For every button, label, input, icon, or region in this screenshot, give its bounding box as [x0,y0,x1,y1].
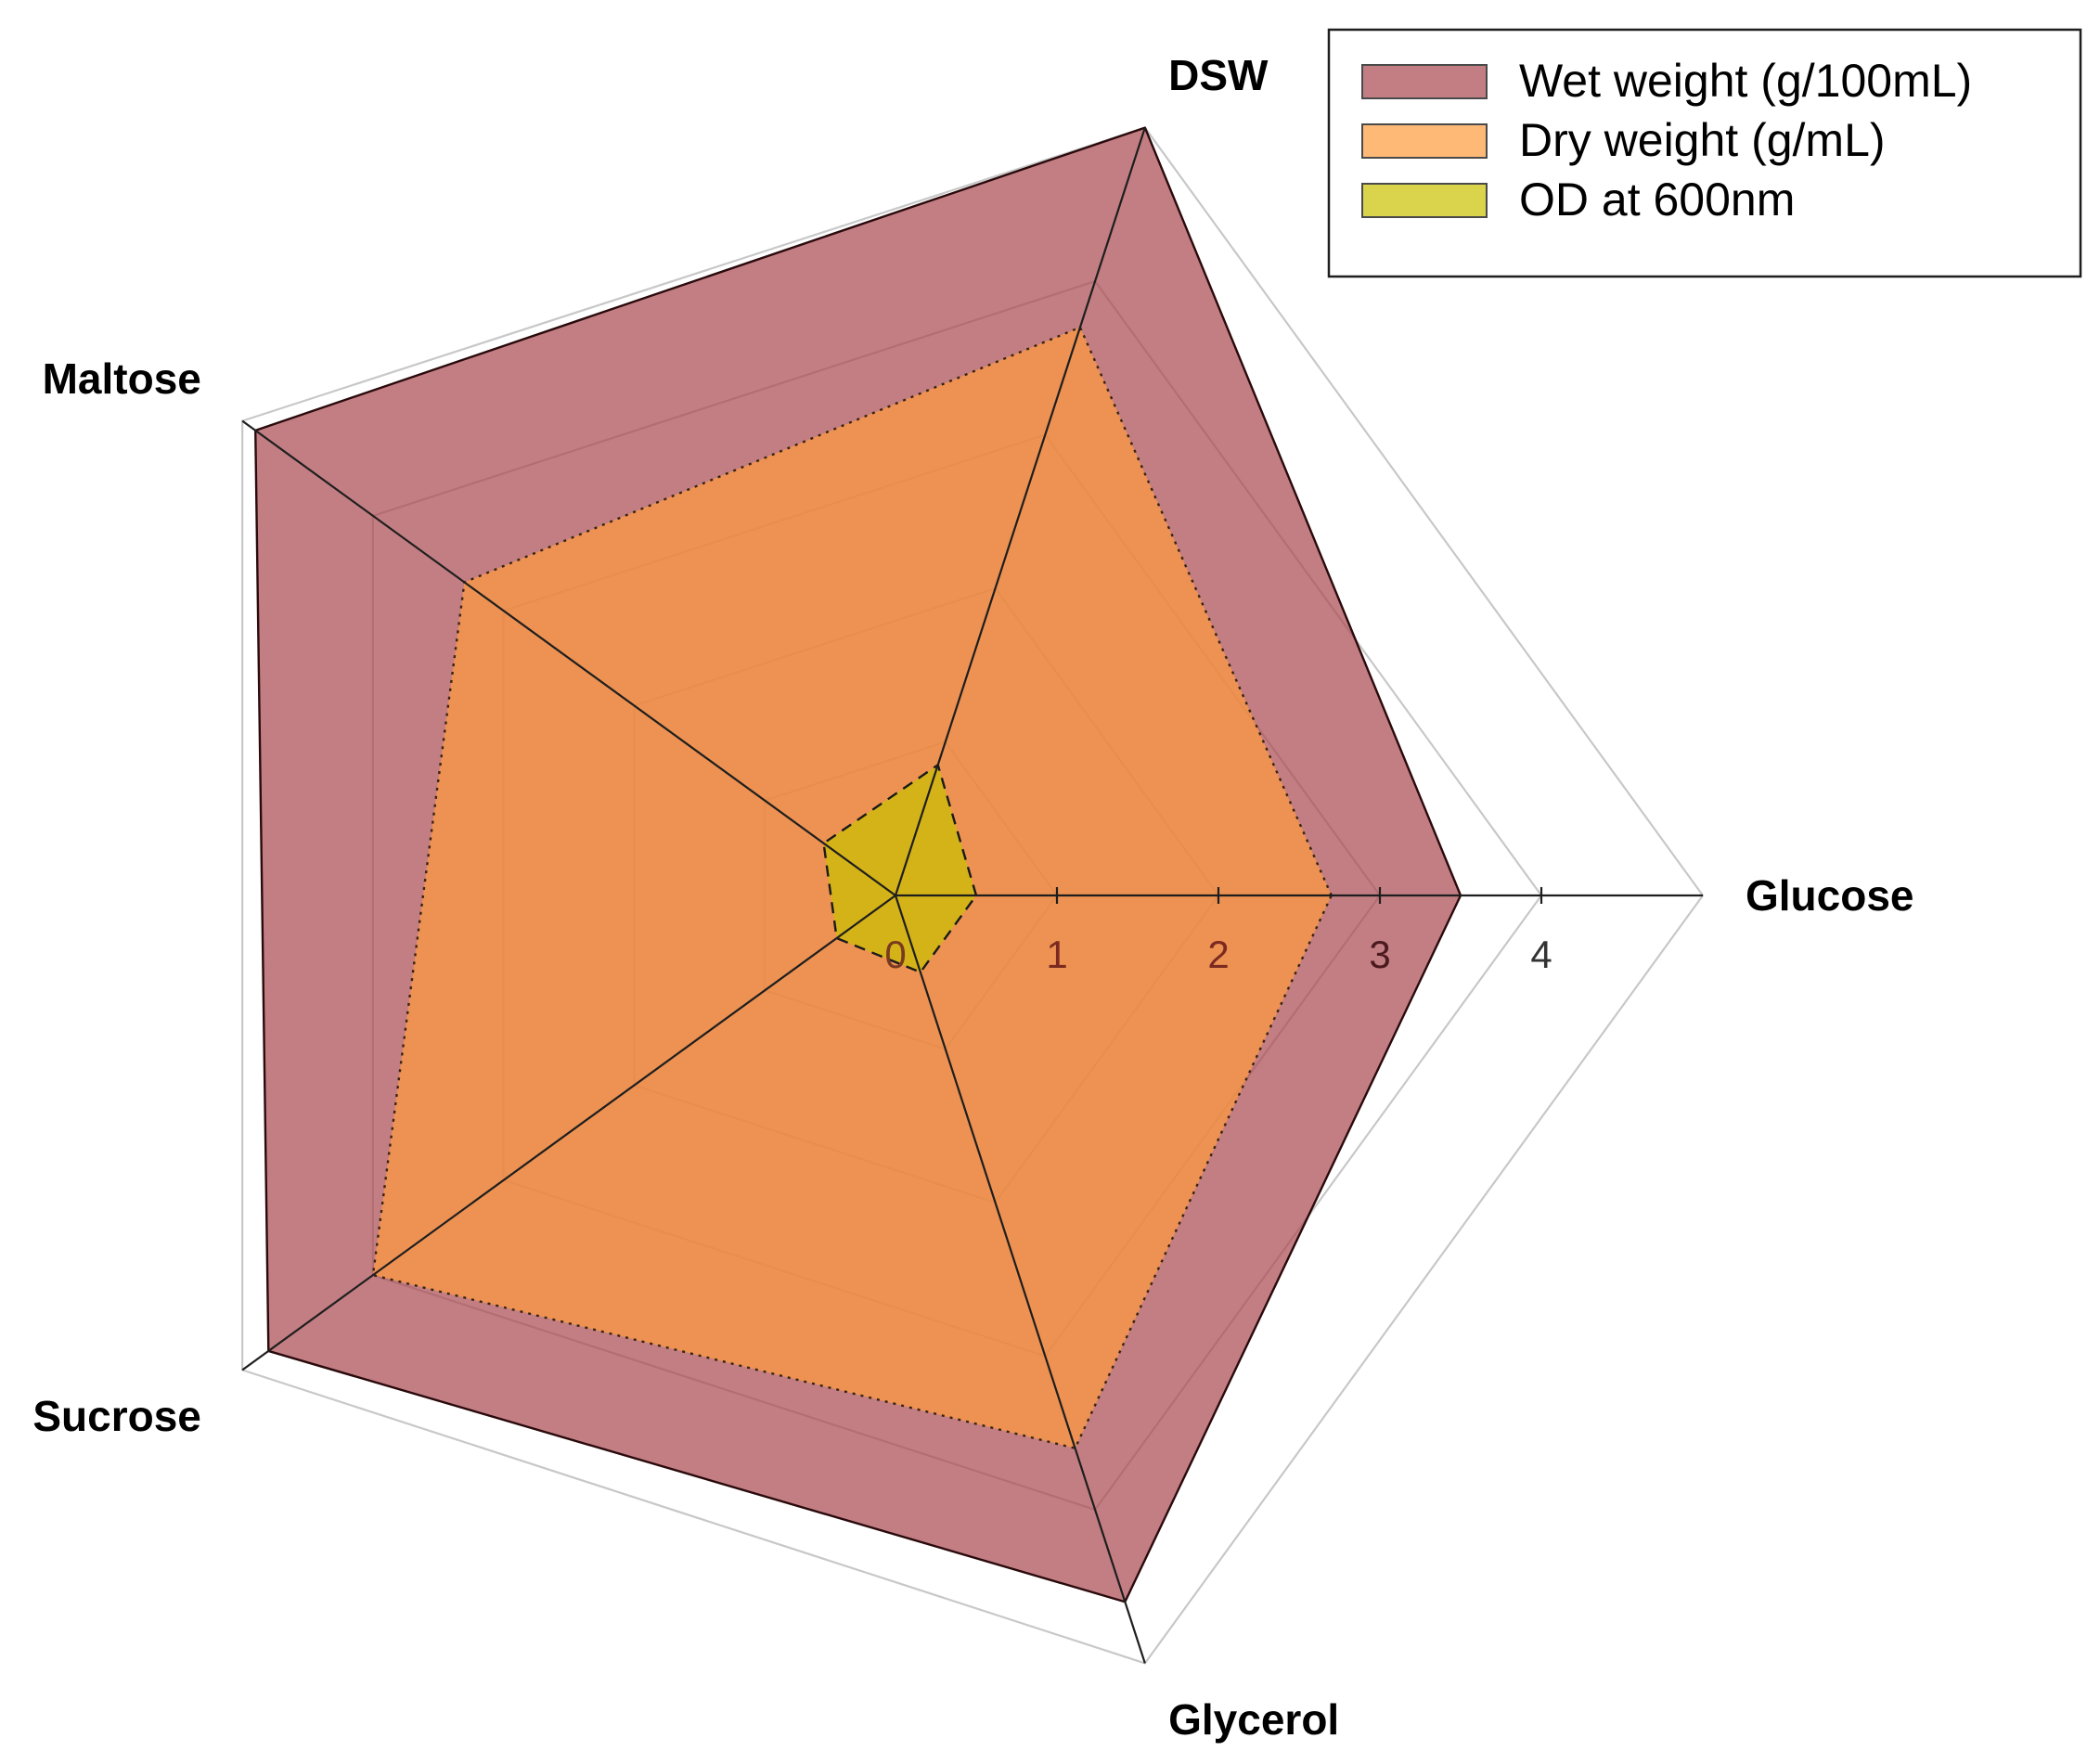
spoke-dsw [894,127,1146,896]
axis-label-maltose: Maltose [43,354,201,403]
legend: Wet weight (g/100mL) Dry weight (g/mL) OD … [1327,28,2082,278]
axis-label-sucrose: Sucrose [32,1392,201,1440]
spoke-glycerol [894,895,1146,1664]
radar-spokes [241,127,1703,1664]
tick-label-0: 0 [884,933,906,976]
axis-label-dsw: DSW [1168,51,1269,99]
tick-label-1: 1 [1046,933,1067,976]
legend-label-2: Dry weight (g/mL) [1519,114,1886,166]
tick-label-2: 2 [1207,933,1229,976]
spoke-maltose [241,419,896,896]
legend-swatch-2 [1361,123,1488,159]
spoke-sucrose [241,895,896,1371]
radial-ticks: 0 1 2 3 4 [884,887,1552,976]
legend-swatch-3 [1361,183,1488,218]
legend-label-3: OD at 600nm [1519,174,1795,225]
tick-label-4: 4 [1530,933,1552,976]
radar-series-layer [254,126,1462,1603]
axis-label-glycerol: Glycerol [1168,1695,1339,1744]
legend-swatch-1 [1361,64,1488,99]
legend-label-1: Wet weight (g/100mL) [1519,55,1972,107]
grid-ring-5 [241,126,1705,1665]
axis-label-glucose: Glucose [1746,871,1914,920]
tick-label-3: 3 [1369,933,1390,976]
